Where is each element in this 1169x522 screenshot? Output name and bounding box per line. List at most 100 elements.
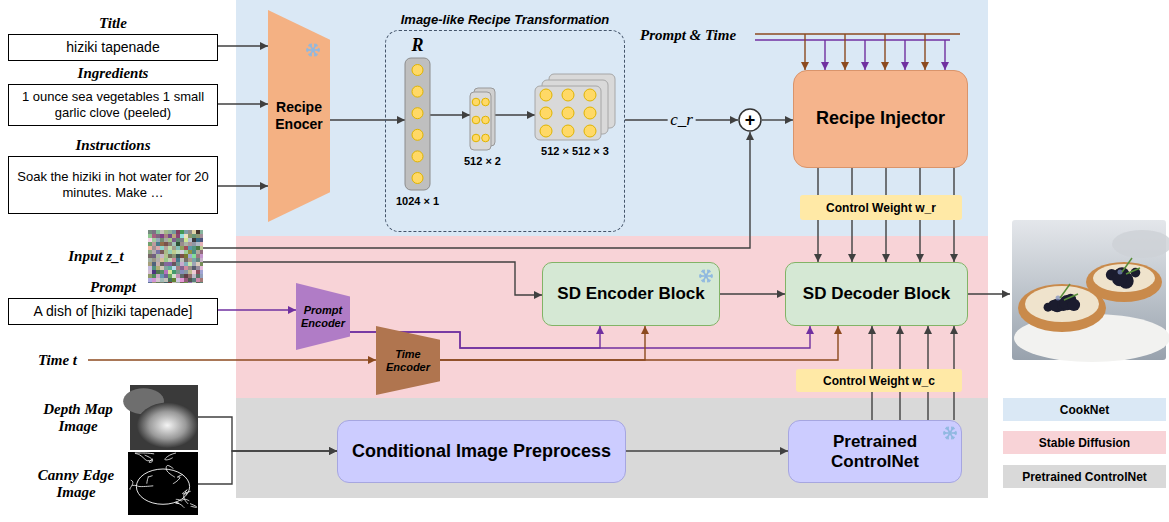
node-label: Canny Edge Image <box>30 466 122 501</box>
noise-pixel <box>188 242 192 246</box>
noise-pixel <box>188 234 192 238</box>
noise-pixel <box>156 238 160 242</box>
noise-pixel <box>176 262 180 266</box>
noise-pixel <box>160 258 164 262</box>
connector <box>218 185 268 186</box>
noise-pixel <box>192 254 196 258</box>
noise-pixel <box>180 238 184 242</box>
noise-pixel <box>180 242 184 246</box>
node-label: Control Weight w_r <box>822 201 940 215</box>
node-shape <box>148 230 203 283</box>
noise-pixel <box>156 282 160 283</box>
noise-pixel <box>156 262 160 266</box>
noise-pixel <box>172 258 176 262</box>
trapezoid-outline <box>268 10 330 222</box>
noise-pixel <box>152 246 156 250</box>
annotation-label: Prompt & Time <box>640 26 736 44</box>
noise-pixel <box>168 270 172 274</box>
value-dot <box>540 89 552 101</box>
noise-pixel <box>156 278 160 282</box>
noise-pixel <box>160 254 164 258</box>
value-dot <box>584 107 596 119</box>
noise-pixel <box>200 246 203 250</box>
connector <box>762 119 793 120</box>
noise-pixel <box>152 254 156 258</box>
noise-pixel <box>192 262 196 266</box>
value-dot <box>482 134 490 142</box>
edge-stroke <box>173 474 183 483</box>
connector <box>218 45 268 46</box>
noise-pixel <box>160 246 164 250</box>
noise-pixel <box>176 242 180 246</box>
edge-stroke <box>175 502 184 507</box>
node-label: Conditional Image Preprocess <box>346 441 617 463</box>
noise-pixel <box>188 238 192 242</box>
noise-pixel <box>176 246 180 250</box>
noise-pixel <box>168 230 172 234</box>
noise-pixel <box>172 282 176 283</box>
noise-pixel <box>200 230 203 234</box>
noise-pixel <box>180 258 184 262</box>
noise-pixel <box>168 250 172 254</box>
node-label: Depth Map Image <box>32 400 124 435</box>
frozen-icon <box>943 427 957 440</box>
vector-bar: R1024 × 1 <box>405 58 430 190</box>
connector <box>885 168 886 195</box>
noise-pixel <box>196 254 200 258</box>
value-dot <box>584 125 596 137</box>
process-box: SD Encoder Block <box>542 262 720 326</box>
edge-stroke <box>147 476 153 484</box>
node-heading: R <box>395 35 440 56</box>
noise-pixel <box>148 234 152 238</box>
value-dot <box>562 89 574 101</box>
value-dot <box>412 86 423 97</box>
noise-pixel <box>156 246 160 250</box>
noise-pixel <box>164 274 168 278</box>
noise-pixel <box>192 238 196 242</box>
noise-pixel <box>160 262 164 266</box>
noise-pixel <box>148 238 152 242</box>
noise-pixel <box>148 274 152 278</box>
node-label: 512 × 2 <box>430 155 535 167</box>
noise-pixel <box>160 234 164 238</box>
noise-pixel <box>164 250 168 254</box>
node-label: Input z_t <box>50 248 142 265</box>
noise-pixel <box>164 258 168 262</box>
noise-pixel <box>192 258 196 262</box>
node-label: + <box>745 111 756 129</box>
noise-pixel <box>172 254 176 258</box>
input-box: Titlehiziki tapenade <box>8 34 218 61</box>
noise-pixel <box>152 230 156 234</box>
tensor-block: 512 × 512 × 3 <box>535 74 615 140</box>
noise-pixel <box>148 278 152 282</box>
noise-pixel <box>176 266 180 270</box>
input-box: InstructionsSoak the hiziki in hot water… <box>8 156 218 214</box>
edge-label: c_r <box>667 111 696 129</box>
noise-pixel <box>188 270 192 274</box>
noise-pixel <box>148 250 152 254</box>
time-input-line <box>88 359 376 360</box>
noise-pixel <box>180 274 184 278</box>
noise-pixel <box>172 246 176 250</box>
noise-pixel <box>168 254 172 258</box>
noise-pixel <box>156 242 160 246</box>
noise-pixel <box>200 254 203 258</box>
noise-pixel <box>156 266 160 270</box>
noise-pixel <box>148 246 152 250</box>
noise-pixel <box>172 230 176 234</box>
noise-pixel <box>192 230 196 234</box>
value-dot <box>412 129 423 140</box>
noise-pixel <box>188 282 192 283</box>
noise-pixel <box>188 250 192 254</box>
photo-herb <box>1122 258 1140 274</box>
noise-pixel <box>188 246 192 250</box>
node-label: Prompt Encoder <box>296 304 350 329</box>
value-dot <box>540 107 552 119</box>
region-band <box>236 236 988 398</box>
noise-pixel <box>200 266 203 270</box>
noise-pixel <box>176 238 180 242</box>
noise-pixel <box>160 282 164 283</box>
noise-pixel <box>168 238 172 242</box>
noise-pixel <box>192 282 196 283</box>
noise-pixel <box>196 266 200 270</box>
